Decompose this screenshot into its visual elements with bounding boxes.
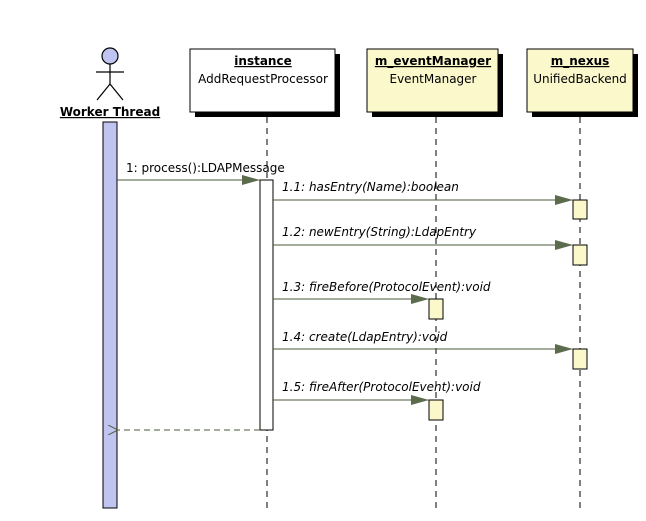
actor-worker-thread[interactable]: Worker Thread: [60, 47, 160, 119]
lifeline-nexus[interactable]: m_nexus UnifiedBackend: [526, 48, 638, 117]
stick-figure-actor-icon: [96, 47, 124, 101]
lifeline-instance[interactable]: instance AddRequestProcessor: [189, 48, 340, 117]
lifeline-event-manager[interactable]: m_eventManager EventManager: [366, 48, 503, 117]
message-label: 1.3: fireBefore(ProtocolEvent):void: [282, 280, 491, 294]
activation-nexus-1: [572, 199, 588, 220]
message-1[interactable]: 1: process():LDAPMessage: [117, 161, 285, 185]
message-1-2[interactable]: 1.2: newEntry(String):LdapEntry: [273, 225, 573, 250]
activation-event-manager-2: [428, 399, 444, 421]
lifeline-name: m_eventManager: [375, 54, 491, 69]
message-label: 1: process():LDAPMessage: [126, 161, 285, 175]
message-label: 1.2: newEntry(String):LdapEntry: [282, 225, 477, 239]
lifeline-box: [526, 48, 634, 113]
message-1-3[interactable]: 1.3: fireBefore(ProtocolEvent):void: [273, 280, 491, 304]
message-label: 1.4: create(LdapEntry):void: [282, 330, 448, 344]
lifeline-box: [366, 48, 499, 113]
lifeline-name: m_nexus: [551, 54, 610, 69]
message-1-5[interactable]: 1.5: fireAfter(ProtocolEvent):void: [273, 380, 481, 405]
actor-activation-bar: [102, 121, 118, 509]
message-label: 1.5: fireAfter(ProtocolEvent):void: [282, 380, 481, 394]
activation-nexus-2: [572, 244, 588, 266]
lifeline-type: EventManager: [390, 72, 477, 86]
lifeline-box: [189, 48, 336, 113]
lifeline-type: AddRequestProcessor: [198, 72, 328, 86]
lifeline-type: UnifiedBackend: [533, 72, 627, 86]
message-1-1[interactable]: 1.1: hasEntry(Name):boolean: [273, 180, 573, 205]
message-label: 1.1: hasEntry(Name):boolean: [282, 180, 459, 194]
activation-instance: [259, 179, 274, 431]
message-1-4[interactable]: 1.4: create(LdapEntry):void: [273, 330, 573, 354]
lifeline-name: instance: [234, 54, 291, 68]
activation-nexus-3: [572, 348, 588, 370]
activation-event-manager-1: [428, 298, 444, 320]
actor-name: Worker Thread: [60, 105, 160, 119]
